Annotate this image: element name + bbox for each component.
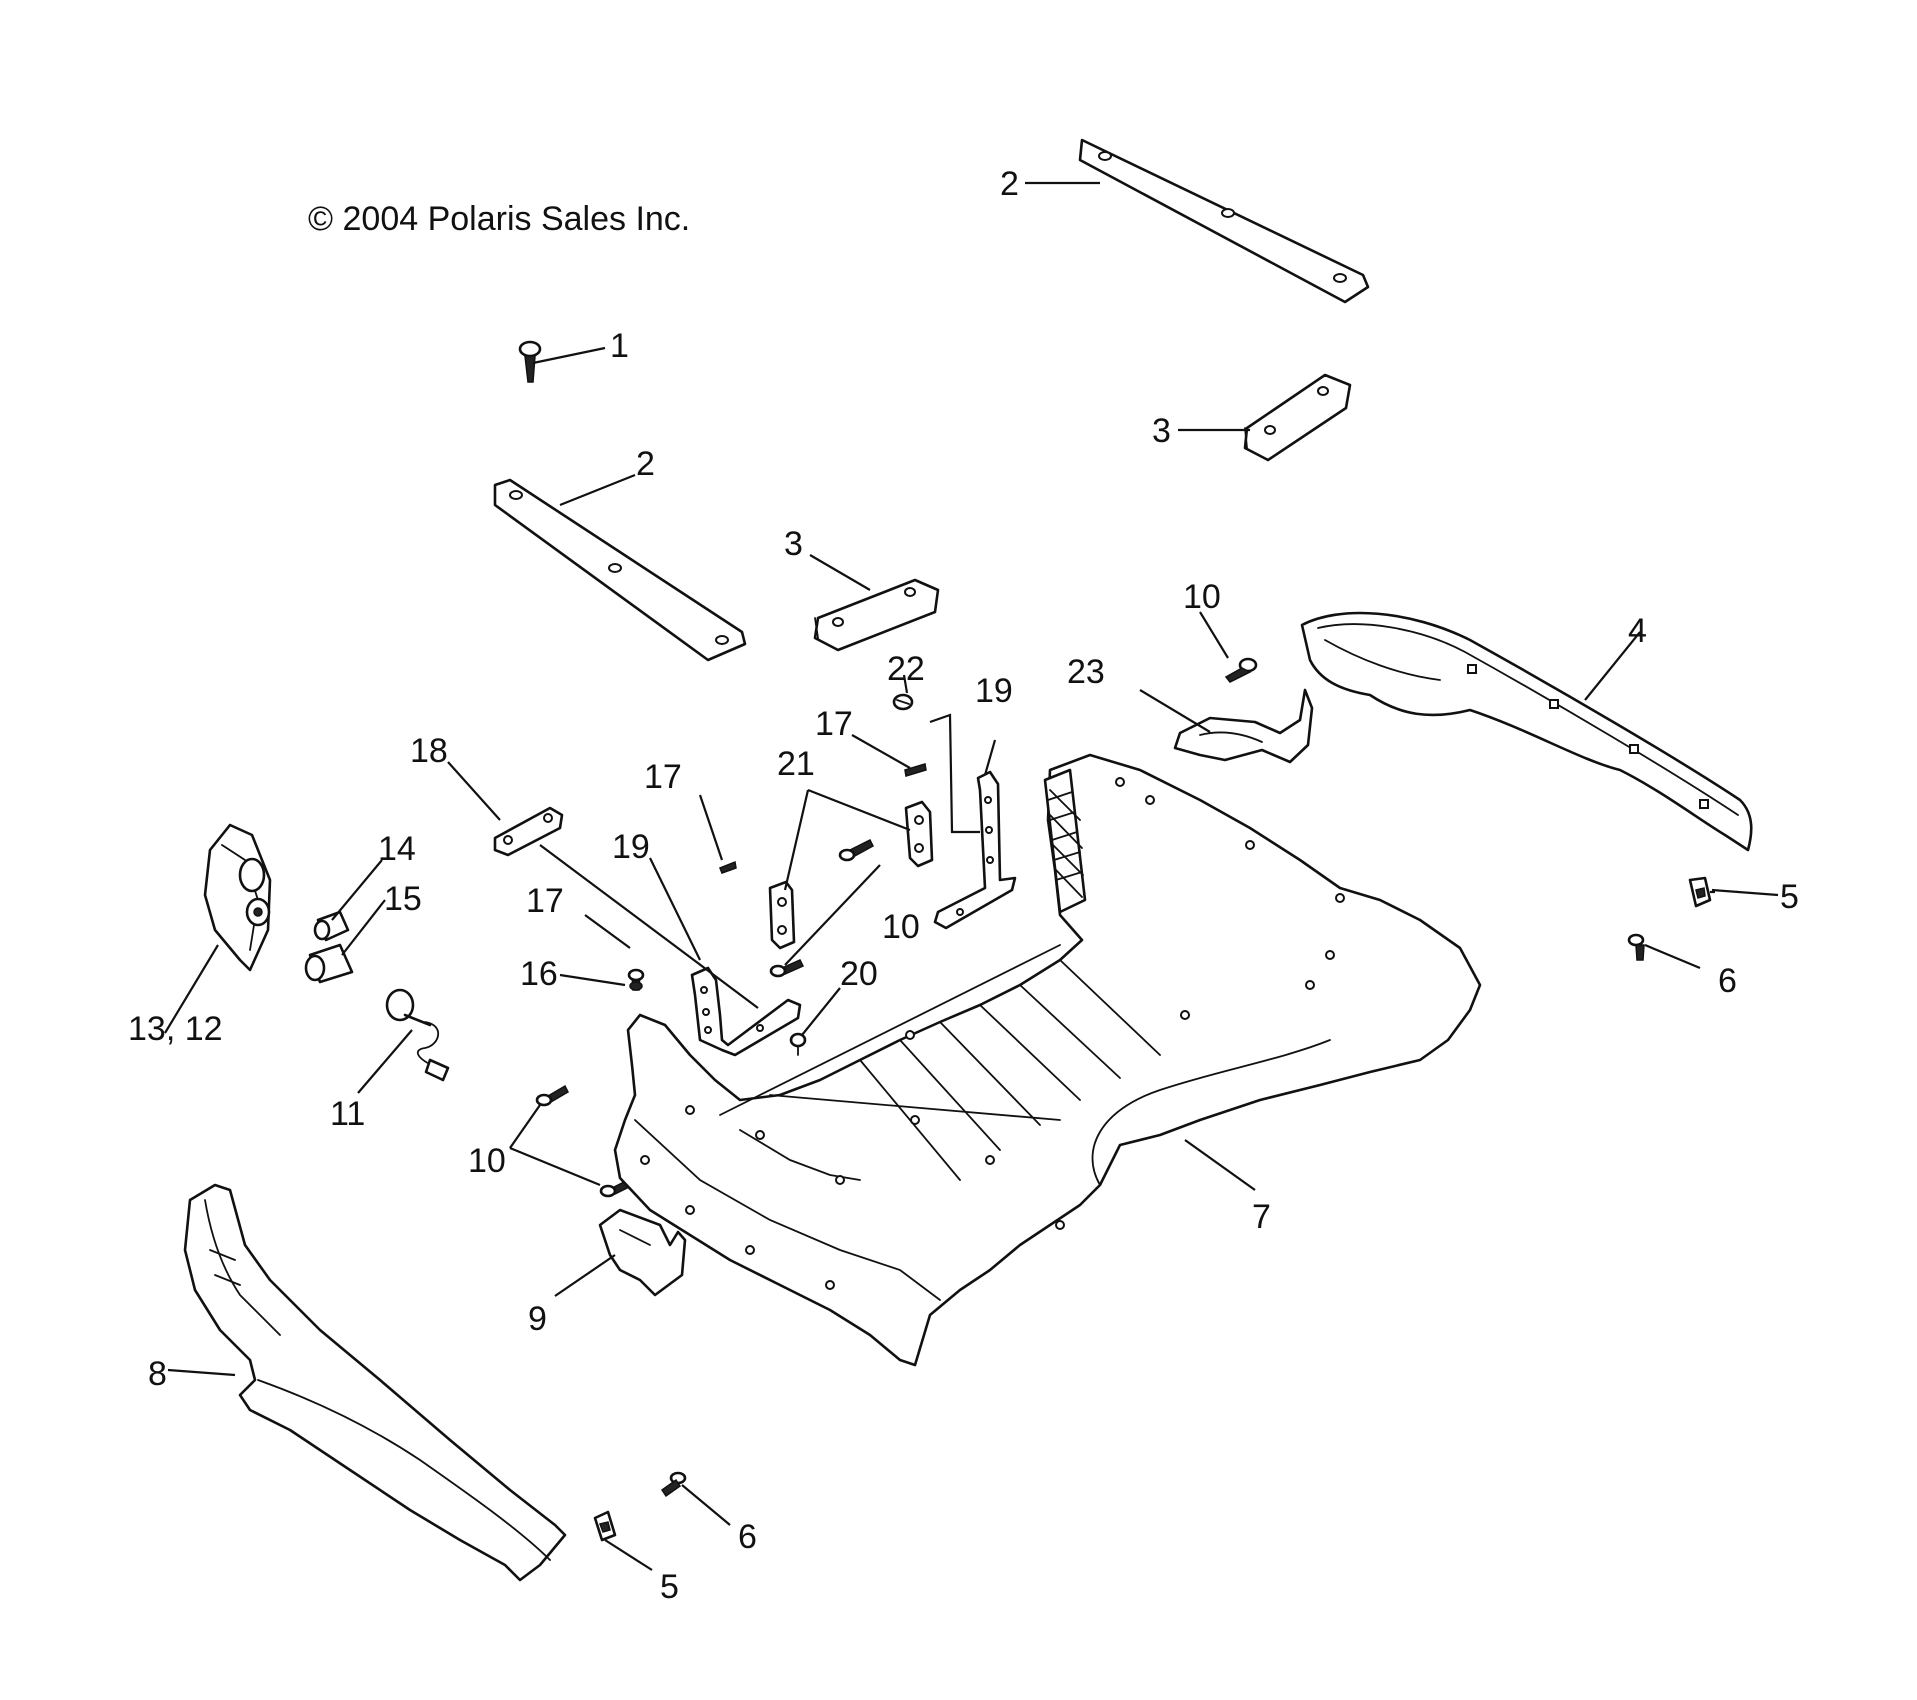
callout-21: 21 [777,745,815,783]
part-screw-1 [518,340,542,383]
part-bracket-top-right [1243,373,1352,462]
callout-7: 7 [1252,1198,1271,1236]
callout-10-mid: 10 [882,908,920,946]
callout-23: 23 [1067,653,1105,691]
callout-2-left: 2 [636,445,655,483]
callout-18: 18 [410,732,448,770]
callout-10-top: 10 [1183,578,1221,616]
callout-15: 15 [384,880,422,918]
callout-2-top: 2 [1000,165,1019,203]
callout-20: 20 [840,955,878,993]
part-screws-17 [627,763,927,991]
part-screw-6-right [1627,933,1645,961]
part-bracket-23 [1173,688,1314,764]
callout-9: 9 [528,1300,547,1338]
callout-6-bottom: 6 [738,1518,757,1556]
callout-6-right: 6 [1718,962,1737,1000]
callout-3-left: 3 [784,525,803,563]
callout-19-left: 19 [612,828,650,866]
part-screw-6-bottom [660,1471,687,1498]
callout-14: 14 [378,830,416,868]
leader-lines [164,181,1779,1571]
callout-19-right: 19 [975,672,1013,710]
part-rear-fender-right [1300,611,1753,852]
callout-4: 4 [1628,612,1647,650]
part-screw-10-top [1224,657,1258,683]
callout-5-bottom: 5 [660,1568,679,1606]
part-plates-21 [768,800,934,950]
part-bracket-9 [598,1208,687,1297]
part-screws-10 [535,838,874,1198]
part-taillight-13-12 [203,823,272,972]
callout-16: 16 [520,955,558,993]
callout-13-12: 13, 12 [128,1010,223,1048]
part-fastener-22 [892,693,914,711]
part-socket-harness-11 [385,988,450,1082]
part-rail-left [493,478,747,662]
part-rear-cab-body [613,753,1482,1367]
callout-17-mid: 17 [644,758,682,796]
part-rail-top-right [1078,138,1370,304]
callout-17-low: 17 [526,882,564,920]
callout-8: 8 [148,1355,167,1393]
copyright-text: © 2004 Polaris Sales Inc. [308,200,690,238]
part-bracket-19-right [933,770,1017,930]
callout-3-top: 3 [1152,412,1171,450]
callout-5-right: 5 [1780,878,1799,916]
part-bracket-19-left [690,966,802,1057]
part-bracket-18 [493,806,564,857]
callout-1: 1 [610,327,629,365]
callout-10-low: 10 [468,1142,506,1180]
part-fastener-20 [789,1032,807,1056]
part-bulb-14 [313,910,350,942]
callout-17-top: 17 [815,705,853,743]
callout-11: 11 [330,1095,365,1133]
part-fastener-16 [629,981,643,991]
callout-22: 22 [887,650,925,688]
part-rear-fender-left [183,1183,567,1582]
part-bracket-left [813,578,940,652]
part-clip-5-right [1688,876,1712,908]
part-clip-5-bottom [593,1510,617,1542]
